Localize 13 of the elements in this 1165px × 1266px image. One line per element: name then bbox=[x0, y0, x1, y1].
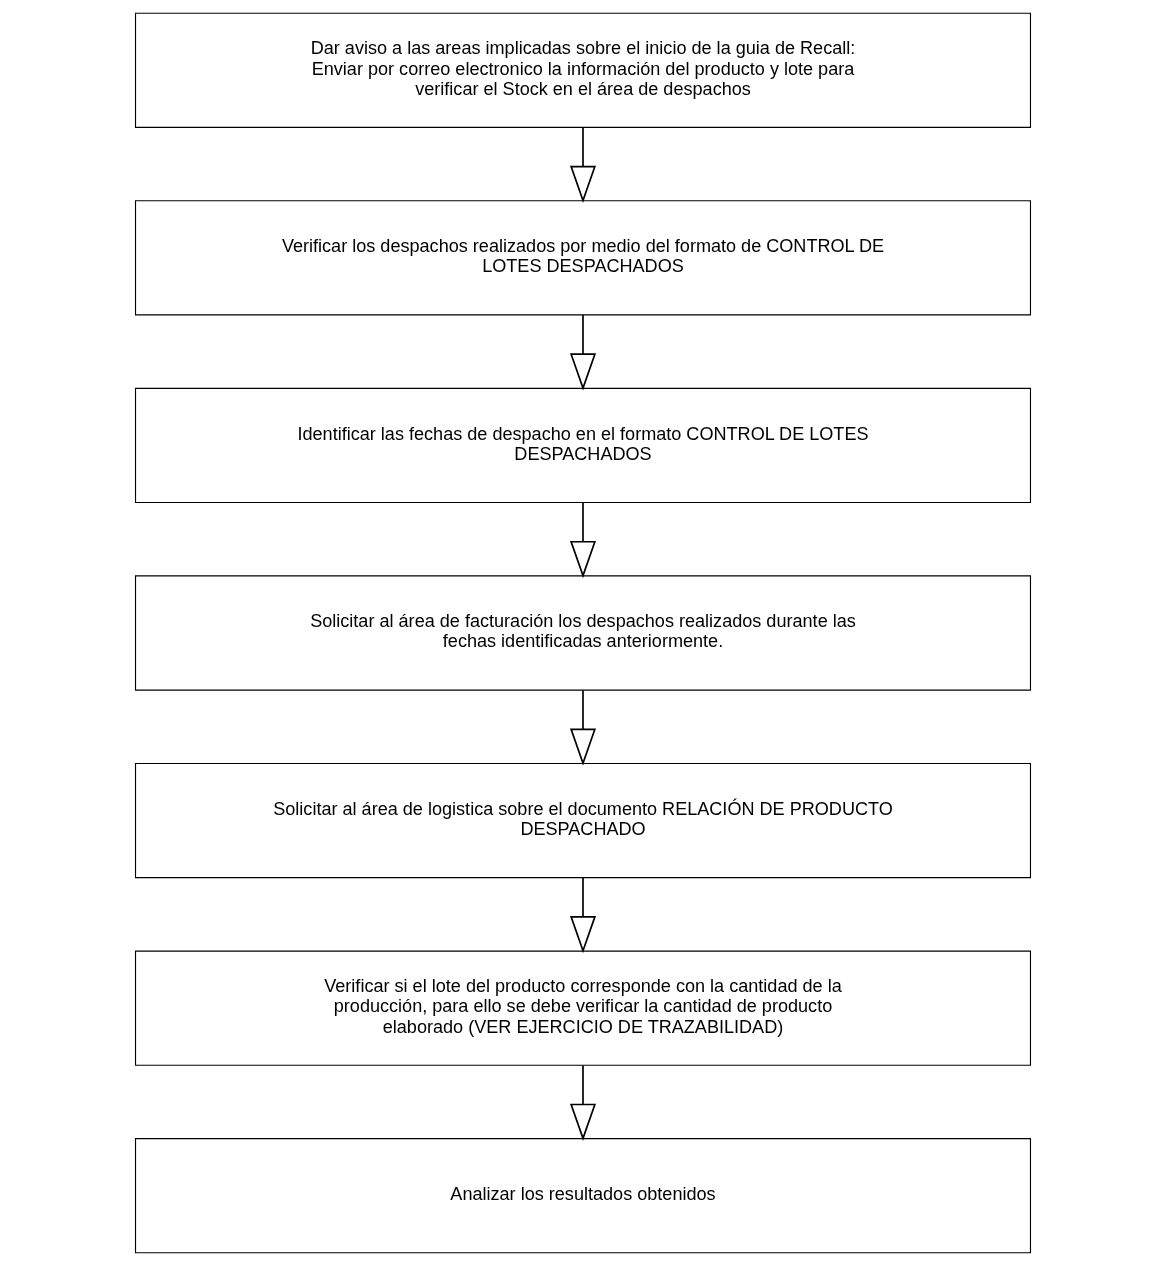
node-box: Dar aviso a las areas implicadas sobre el inicio de la guia de Recall: Enviar por correo electronico la información del producto y lote para verificar el Stock en el área de despachos bbox=[134, 12, 1031, 128]
node-box: Verificar si el lote del producto corresponde con la cantidad de la producción, para ello se debe verificar la cantidad de producto elaborado (VER EJERCICIO DE TRAZABILIDAD) bbox=[134, 950, 1031, 1066]
arrow bbox=[569, 501, 596, 579]
node-box: Analizar los resultados obtenidos bbox=[134, 1138, 1031, 1254]
arrow bbox=[569, 689, 596, 766]
node-box: Solicitar al área de logistica sobre el documento RELACIÓN DE PRODUCTO DESPACHADO bbox=[134, 762, 1031, 879]
arrow bbox=[569, 126, 596, 204]
arrow bbox=[569, 1064, 596, 1141]
arrow bbox=[569, 876, 596, 954]
node-box: Identificar las fechas de despacho en el formato CONTROL DE LOTES DESPACHADOS bbox=[134, 387, 1031, 504]
node-box: Verificar los despachos realizados por medio del formato de CONTROL DE LOTES DESPACHADOS bbox=[134, 200, 1031, 316]
node-box: Solicitar al área de facturación los despachos realizados durante las fechas identificadas anteriormente. bbox=[134, 575, 1031, 691]
arrow bbox=[569, 314, 596, 391]
